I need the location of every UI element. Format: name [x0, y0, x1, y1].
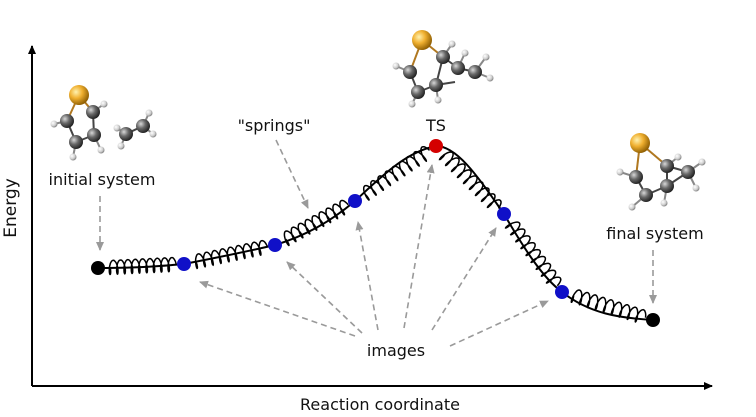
- spring-3: [283, 199, 349, 247]
- endpoint-initial: [91, 261, 105, 275]
- spring-6: [504, 221, 562, 287]
- molecule-ts: [392, 30, 494, 108]
- arrow-image-5: [431, 227, 497, 331]
- label-final-system: final system: [606, 224, 703, 243]
- arrow-image-6: [449, 300, 549, 347]
- arrow-image-1: [199, 280, 356, 337]
- y-axis-label: Energy: [1, 178, 21, 238]
- springs-group: [108, 145, 647, 323]
- endpoint-final: [646, 313, 660, 327]
- arrow-image-3: [355, 221, 379, 331]
- image-dot-2: [268, 238, 282, 252]
- spring-5: [438, 151, 502, 209]
- x-axis-label: Reaction coordinate: [300, 395, 460, 412]
- transition-state-dot: [429, 139, 443, 153]
- molecule-initial: [50, 85, 157, 161]
- arrow-image-2: [286, 261, 363, 334]
- energy-path: [97, 144, 654, 321]
- image-dot-5: [497, 207, 511, 221]
- annotation-arrows: [96, 139, 657, 347]
- spring-1: [108, 256, 177, 276]
- label-images: images: [367, 341, 425, 360]
- spring-4: [362, 145, 431, 201]
- spring-2: [194, 239, 269, 270]
- arrow-springs: [275, 139, 309, 209]
- image-dot-1: [177, 257, 191, 271]
- label-springs: "springs": [238, 116, 311, 135]
- arrow-image-ts: [403, 164, 435, 329]
- image-dot-6: [555, 285, 569, 299]
- label-ts: TS: [425, 116, 446, 135]
- label-initial-system: initial system: [49, 170, 156, 189]
- spring-7: [570, 289, 647, 323]
- image-dot-3: [348, 194, 362, 208]
- molecule-final: [616, 133, 706, 211]
